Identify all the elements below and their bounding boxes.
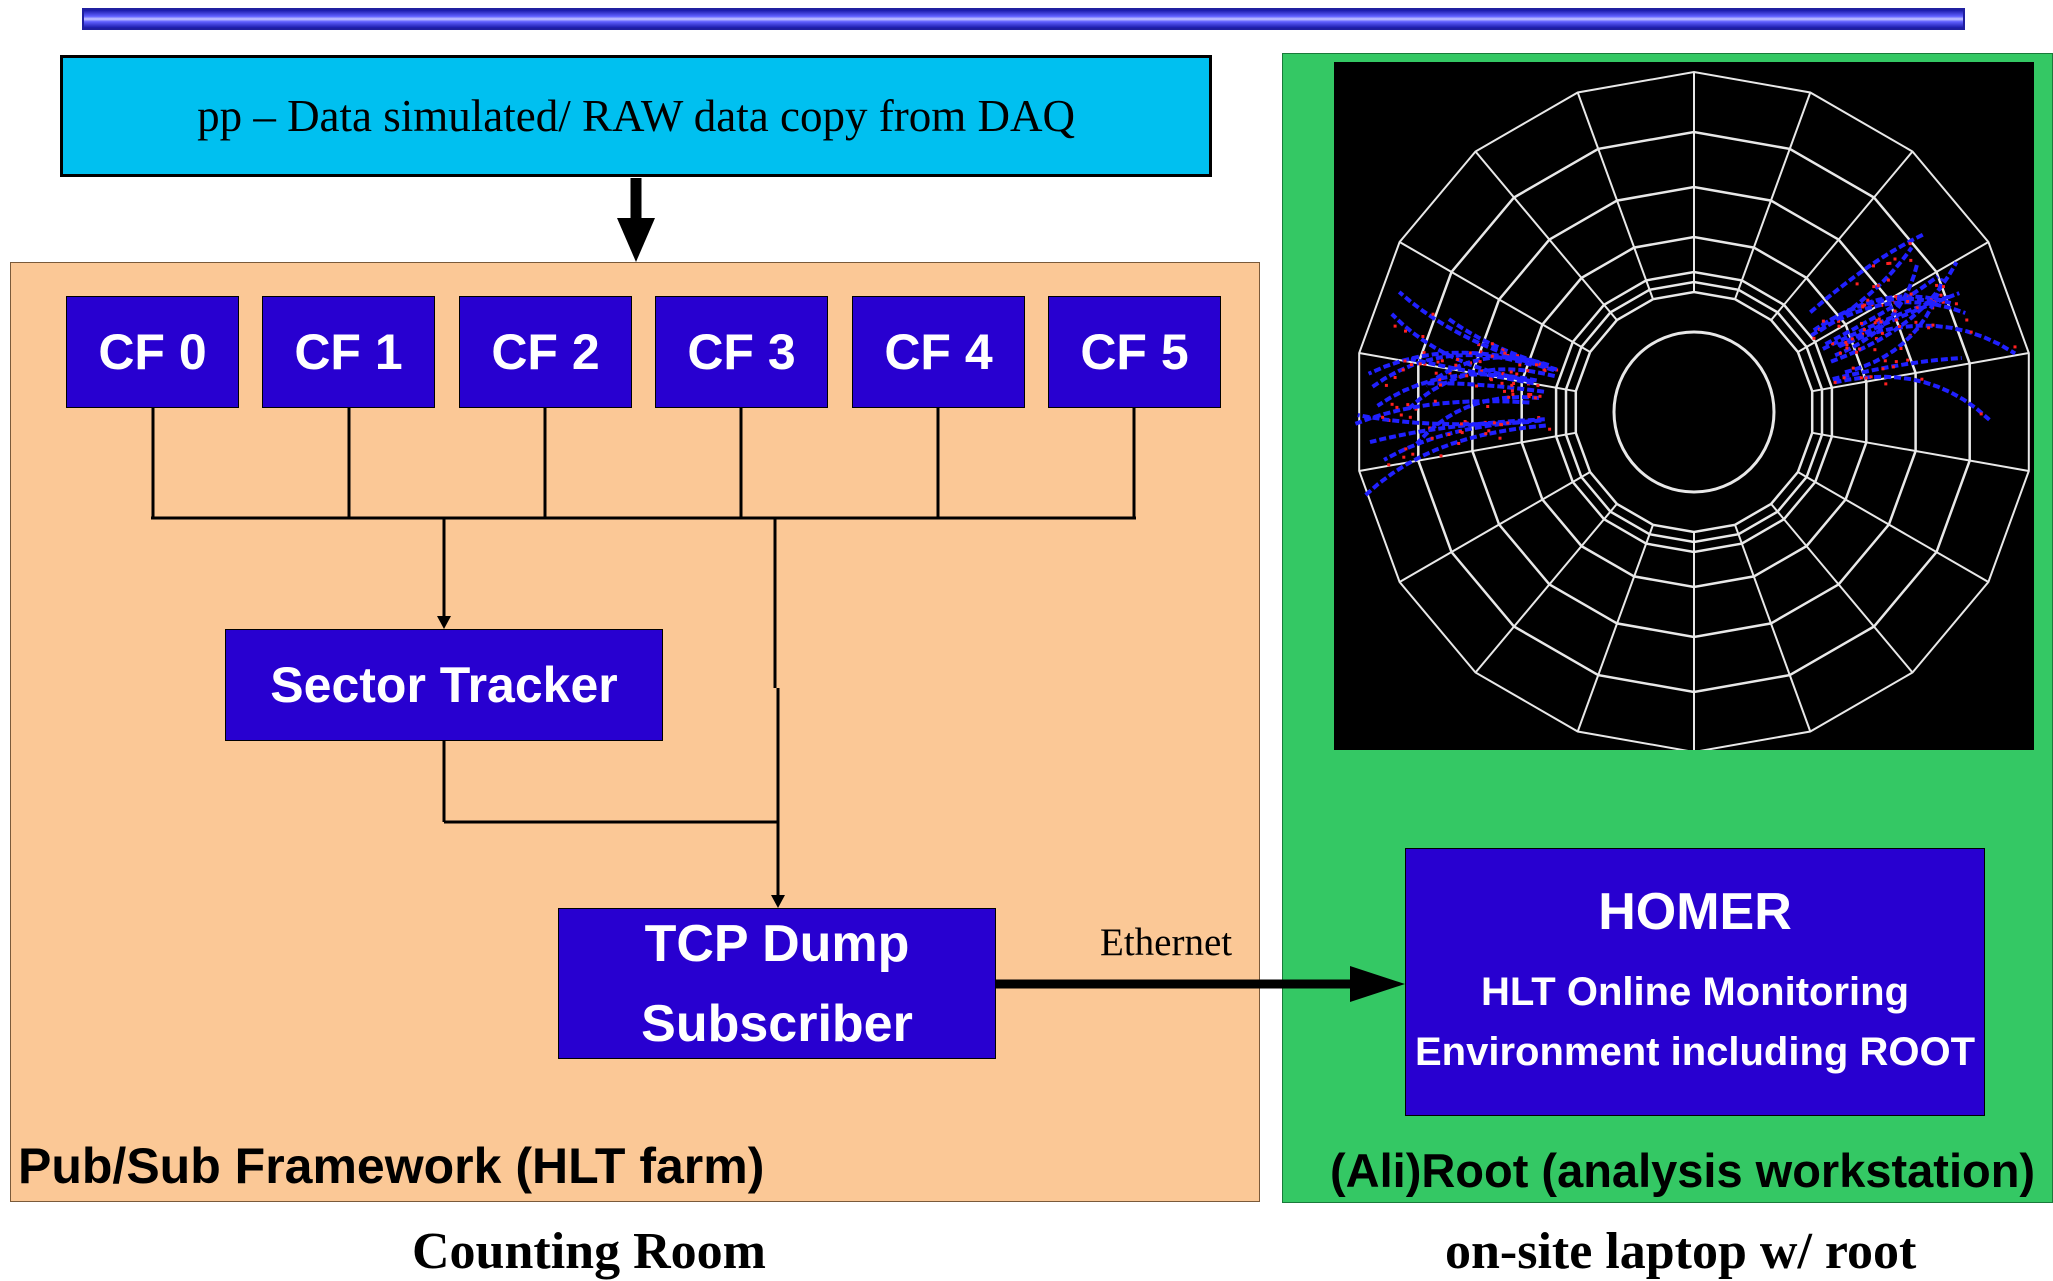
cluster-finder-1: CF 1	[262, 296, 435, 408]
tpc-event-display-icon	[1354, 70, 2030, 754]
sector-tracker-box: Sector Tracker	[225, 629, 663, 741]
cluster-finder-5: CF 5	[1048, 296, 1221, 408]
data-source-box: pp – Data simulated/ RAW data copy from …	[60, 55, 1212, 177]
tcp-label-line2: Subscriber	[641, 994, 913, 1053]
ethernet-arrowhead	[1350, 966, 1405, 1002]
cluster-finder-3: CF 3	[655, 296, 828, 408]
ethernet-label: Ethernet	[1100, 921, 1233, 964]
sector-tracker-label: Sector Tracker	[270, 657, 618, 713]
tpc-event-display	[1334, 62, 2034, 754]
laptop-caption: on-site laptop w/ root	[1445, 1223, 1917, 1280]
tcp-label-line1: TCP Dump	[644, 914, 910, 973]
homer-box: HOMER HLT Online Monitoring Environment …	[1405, 848, 1985, 1116]
cluster-finder-4: CF 4	[852, 296, 1025, 408]
homer-title: HOMER	[1598, 883, 1792, 941]
tcp-dump-subscriber-box: TCP Dump Subscriber	[558, 908, 996, 1059]
title-bar	[82, 8, 1965, 30]
homer-line2: Environment including ROOT	[1415, 1030, 1975, 1074]
workstation-label: (Ali)Root (analysis workstation)	[1330, 1144, 2036, 1197]
cluster-finder-2: CF 2	[459, 296, 632, 408]
cluster-finder-0: CF 0	[66, 296, 239, 408]
source-arrowhead	[617, 218, 655, 262]
counting-room-caption: Counting Room	[412, 1223, 766, 1280]
data-source-label: pp – Data simulated/ RAW data copy from …	[197, 91, 1075, 141]
hlt-farm-label: Pub/Sub Framework (HLT farm)	[18, 1138, 765, 1194]
homer-line1: HLT Online Monitoring	[1480, 970, 1910, 1014]
